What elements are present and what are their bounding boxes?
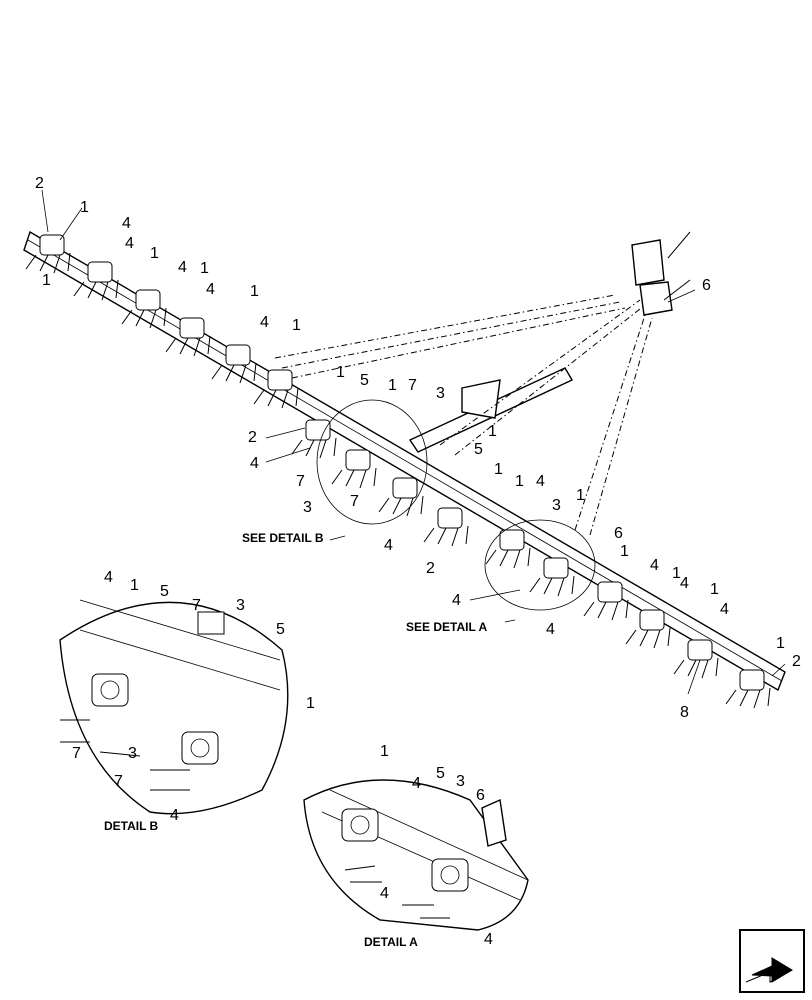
callout-mid-5b: 5	[474, 441, 483, 458]
callout-top-1e: 1	[250, 283, 259, 300]
callout-right-1c: 1	[776, 635, 785, 652]
callout-ctl-6: 6	[702, 277, 711, 294]
callout-top-4c: 4	[178, 259, 187, 276]
row-units	[25, 234, 771, 709]
callout-top-4e: 4	[260, 314, 269, 331]
callout-a-4b: 4	[380, 885, 389, 902]
callout-mid-1b: 1	[388, 377, 397, 394]
callout-right-4a: 4	[650, 557, 659, 574]
control-box	[631, 231, 691, 316]
next-page-arrow-icon[interactable]	[739, 929, 805, 993]
callout-right-1b: 1	[710, 581, 719, 598]
harness-lines	[274, 294, 653, 536]
callout-right-8: 8	[680, 704, 689, 721]
callout-mid-3c: 3	[552, 497, 561, 514]
callout-right-2: 2	[792, 653, 801, 670]
callout-b-7b: 7	[72, 745, 81, 762]
callout-mid-1e: 1	[515, 473, 524, 490]
callout-b-5b: 5	[276, 621, 285, 638]
callout-b-1a: 1	[130, 577, 139, 594]
callout-a-6: 6	[476, 787, 485, 804]
callout-top-1a: 1	[80, 199, 89, 216]
callout-mid-4c: 4	[536, 473, 545, 490]
callout-a-4c: 4	[484, 931, 493, 948]
see-detail-b-label: SEE DETAIL B	[242, 531, 324, 545]
see-detail-a-label: SEE DETAIL A	[406, 620, 487, 634]
detail-a-label: DETAIL A	[364, 935, 418, 949]
callout-right-1a: 1	[672, 565, 681, 582]
callout-a-1: 1	[380, 743, 389, 760]
toolbar-frame	[23, 230, 786, 692]
callout-b-5a: 5	[160, 583, 169, 600]
callout-top-1b: 1	[42, 272, 51, 289]
callout-b-3a: 3	[236, 597, 245, 614]
detail-b-view	[59, 599, 289, 815]
leader-lines	[41, 189, 786, 695]
callout-b-7c: 7	[114, 773, 123, 790]
callout-b-4b: 4	[170, 807, 179, 824]
detail-labels: SEE DETAIL B SEE DETAIL A DETAIL B DETAI…	[104, 531, 487, 949]
callout-mid-5a: 5	[360, 372, 369, 389]
callout-mid-4a: 4	[250, 455, 259, 472]
hitch-tongue	[408, 367, 573, 453]
callout-mid-1a: 1	[336, 364, 345, 381]
detail-a-view	[303, 779, 529, 931]
callout-mid-2b: 2	[426, 560, 435, 577]
detail-circles	[316, 399, 596, 611]
callout-mid-1f: 1	[576, 487, 585, 504]
callout-mid-1d: 1	[494, 461, 503, 478]
callout-b-3b: 3	[128, 745, 137, 762]
callout-b-7a: 7	[192, 597, 201, 614]
callout-mid-7b: 7	[296, 473, 305, 490]
callout-a-3: 3	[456, 773, 465, 790]
callout-mid-1g: 1	[620, 543, 629, 560]
callout-mid-3a: 3	[436, 385, 445, 402]
callout-mid-4d: 4	[452, 592, 461, 609]
callout-mid-7a: 7	[408, 377, 417, 394]
callout-top-1d: 1	[200, 260, 209, 277]
callout-mid-6a: 6	[614, 525, 623, 542]
callout-right-4c: 4	[720, 601, 729, 618]
callout-top-4b: 4	[125, 235, 134, 252]
callout-mid-3b: 3	[303, 499, 312, 516]
callout-mid-4b: 4	[384, 537, 393, 554]
callout-numbers: 2 1 4 1 4 1 4 1 4 1 4 1 1 5 1 7 3 2 4 7 …	[35, 175, 801, 948]
callout-b-1b: 1	[306, 695, 315, 712]
callout-a-4a: 4	[412, 775, 421, 792]
callout-top-4d: 4	[206, 281, 215, 298]
callout-right-4b: 4	[680, 575, 689, 592]
callout-top-1f: 1	[292, 317, 301, 334]
callout-top-1c: 1	[150, 245, 159, 262]
callout-top-4a: 4	[122, 215, 131, 232]
detail-b-label: DETAIL B	[104, 819, 159, 833]
callout-mid-2a: 2	[248, 429, 257, 446]
callout-top-2: 2	[35, 175, 44, 192]
callout-b-4: 4	[104, 569, 113, 586]
callout-mid-7c: 7	[350, 493, 359, 510]
callout-mid-4e: 4	[546, 621, 555, 638]
callout-mid-1c: 1	[488, 423, 497, 440]
callout-a-5: 5	[436, 765, 445, 782]
